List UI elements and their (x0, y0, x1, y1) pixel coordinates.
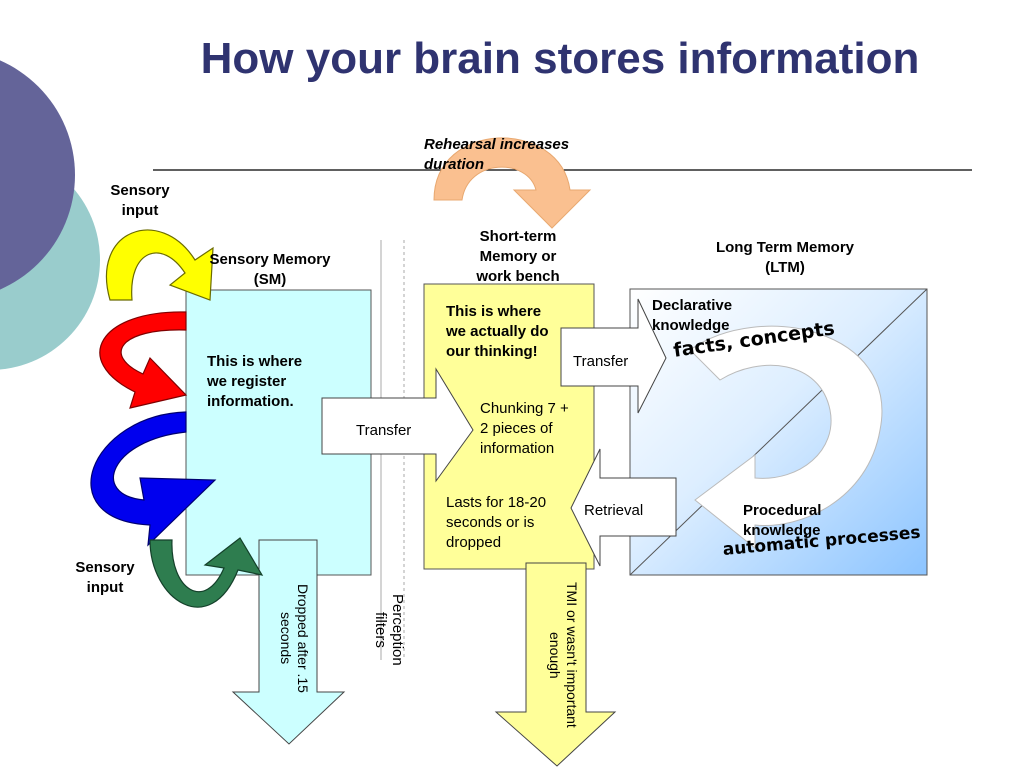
short-term-memory-body: This is where we actually do our thinkin… (446, 303, 549, 360)
sensory-memory-body: This is where we register information. (207, 353, 303, 410)
retrieval-label: Retrieval (584, 502, 644, 519)
sensory-input-top-label: Sensory input (110, 182, 170, 219)
decor-circle-purple (0, 60, 75, 290)
tmi-arrow (494, 562, 617, 767)
transfer-stm-ltm-label: Transfer (573, 353, 629, 370)
sensory-arrow-blue (90, 411, 217, 547)
short-term-memory-heading: Short-term Memory or work bench (476, 228, 560, 285)
dropped-arrow (231, 539, 346, 745)
sensory-input-bottom-label: Sensory input (75, 559, 135, 596)
sensory-arrow-red (99, 311, 188, 409)
transfer-arrow-sm-stm (321, 367, 474, 483)
sensory-memory-heading: Sensory Memory (SM) (209, 251, 331, 288)
sensory-arrow-green (149, 537, 264, 608)
rehearsal-arrow (433, 137, 592, 229)
perception-filters-label: Perception filters (372, 594, 406, 666)
sensory-arrow-yellow (105, 229, 214, 301)
retrieval-arrow (570, 448, 677, 567)
stm-duration-label: Lasts for 18-20 seconds or is dropped (446, 494, 547, 551)
dropped-label: Dropped after .15 seconds (278, 583, 311, 693)
rehearsal-label: Rehearsal increases duration (424, 136, 570, 173)
procedural-label: Procedural knowledge (743, 502, 822, 539)
ltm-diagonal (629, 288, 928, 576)
long-term-memory-heading: Long Term Memory (LTM) (715, 239, 855, 276)
tmi-label: TMI or wasn't important enough (547, 582, 580, 728)
transfer-arrow-stm-ltm (560, 298, 667, 414)
transfer-sm-stm-label: Transfer (356, 422, 412, 439)
declarative-label: Declarative knowledge (652, 297, 733, 334)
chunking-label: Chunking 7 + 2 pieces of information (480, 400, 569, 457)
ltm-cycle-arrow (689, 325, 883, 550)
page-title: How your brain stores information (200, 34, 920, 83)
